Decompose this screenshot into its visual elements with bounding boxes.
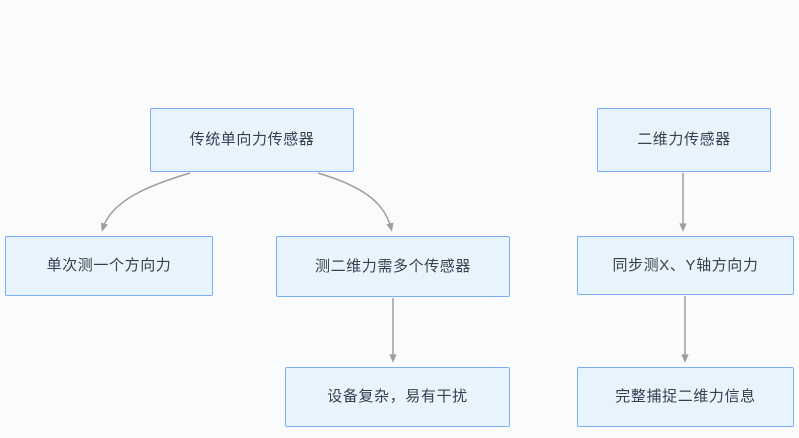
node-single-direction[interactable]: 单次测一个方向力 [5, 236, 213, 296]
node-label: 设备复杂，易有干扰 [327, 388, 468, 405]
node-two-dimensional-sensor[interactable]: 二维力传感器 [597, 108, 771, 172]
node-traditional-sensor[interactable]: 传统单向力传感器 [150, 108, 354, 172]
edge-traditional-to-single [100, 172, 191, 232]
node-label: 完整捕捉二维力信息 [615, 388, 756, 405]
edge-traditional-to-multi [317, 172, 394, 232]
node-full-capture[interactable]: 完整捕捉二维力信息 [577, 367, 794, 427]
node-sync-xy-measure[interactable]: 同步测X、Y轴方向力 [577, 236, 794, 295]
node-label: 单次测一个方向力 [46, 257, 172, 274]
node-label: 测二维力需多个传感器 [314, 257, 471, 275]
node-label: 传统单向力传感器 [189, 131, 315, 148]
node-label: 二维力传感器 [637, 131, 731, 148]
node-label: 同步测X、Y轴方向力 [612, 256, 759, 274]
node-complex-interference[interactable]: 设备复杂，易有干扰 [285, 367, 510, 427]
node-multi-sensor-needed[interactable]: 测二维力需多个传感器 [276, 236, 510, 297]
